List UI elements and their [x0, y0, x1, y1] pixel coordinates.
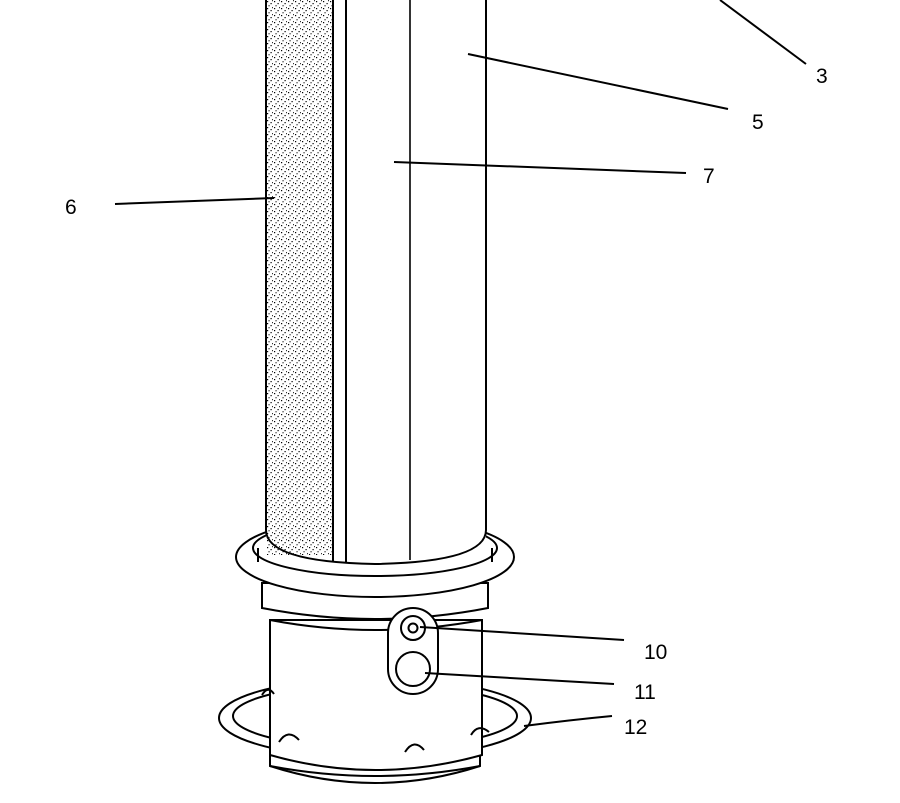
label-11: 11: [634, 681, 656, 704]
feed-port-plate: [387, 607, 439, 695]
label-10: 10: [644, 641, 667, 664]
drain-hole: [404, 743, 425, 753]
label-7: 7: [703, 165, 715, 188]
stippled-window: [266, 0, 333, 555]
drain-hole: [278, 733, 300, 743]
drain-hole: [470, 727, 490, 736]
reference-numerals: 3 5 7 6 10 11 12: [65, 65, 828, 739]
label-5: 5: [752, 111, 764, 134]
main-tube: [265, 0, 487, 566]
bowl-bottom-rim: [269, 765, 481, 777]
drain-hole: [261, 688, 275, 696]
label-3: 3: [816, 65, 828, 88]
label-6: 6: [65, 196, 77, 219]
leader-lines: [114, 0, 807, 727]
housing-band-edge: [269, 619, 483, 631]
lower-housing: [261, 619, 490, 771]
label-12: 12: [624, 716, 647, 739]
